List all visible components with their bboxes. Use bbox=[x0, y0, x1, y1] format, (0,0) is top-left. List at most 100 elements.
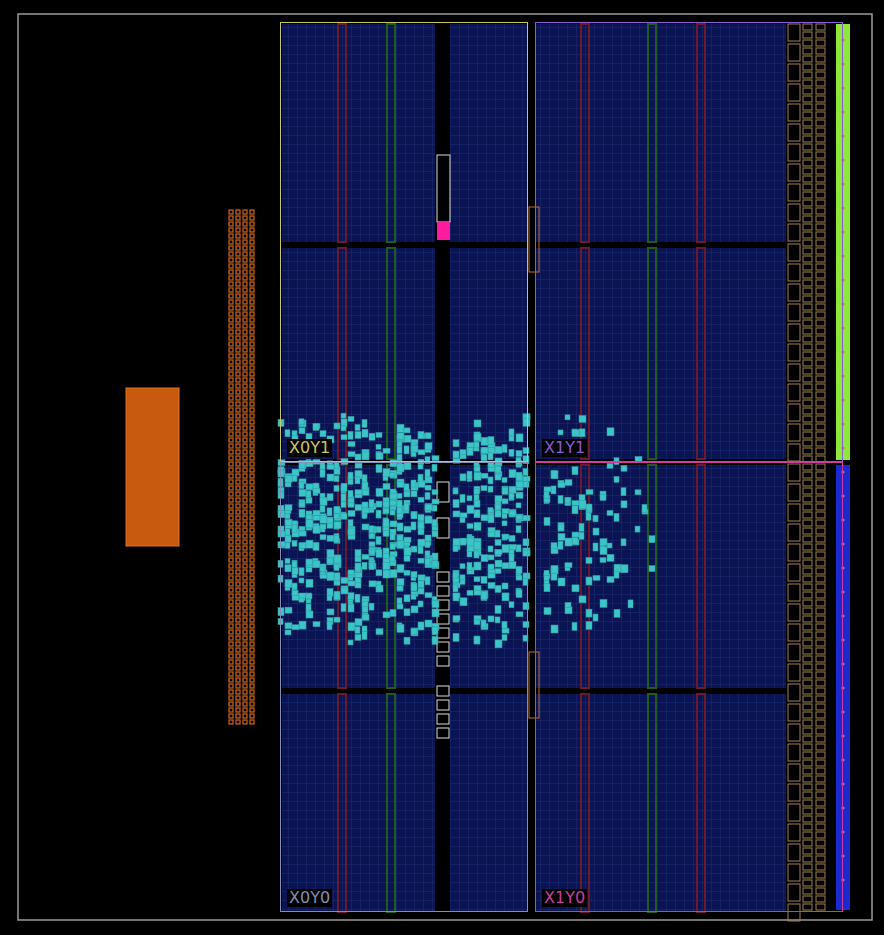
transceiver-column bbox=[803, 144, 812, 150]
io-pad bbox=[229, 420, 233, 424]
io-pin bbox=[841, 62, 844, 65]
io-pad bbox=[229, 636, 233, 640]
placed-cell bbox=[390, 510, 395, 515]
transceiver-column bbox=[816, 624, 825, 630]
resource-column bbox=[697, 465, 705, 688]
io-pad bbox=[236, 318, 240, 322]
io-pad bbox=[236, 486, 240, 490]
placed-cell bbox=[460, 494, 465, 502]
io-pad bbox=[229, 522, 233, 526]
transceiver-column bbox=[803, 424, 812, 430]
placed-cell bbox=[390, 533, 395, 540]
placed-cell bbox=[404, 484, 409, 491]
placed-cell bbox=[404, 526, 411, 532]
transceiver-column bbox=[816, 48, 825, 54]
io-pad bbox=[243, 306, 247, 310]
placed-cell bbox=[397, 481, 404, 487]
io-pad bbox=[243, 486, 247, 490]
transceiver-column bbox=[803, 392, 812, 398]
io-pad bbox=[250, 312, 254, 316]
transceiver-column bbox=[803, 768, 812, 774]
transceiver-column bbox=[803, 256, 812, 262]
placed-cell bbox=[502, 621, 507, 628]
transceiver-column bbox=[816, 120, 825, 126]
io-pad bbox=[243, 246, 247, 250]
transceiver-column bbox=[788, 684, 800, 701]
io-pin bbox=[841, 110, 844, 113]
transceiver-column bbox=[788, 744, 800, 761]
io-pad bbox=[250, 510, 254, 514]
placed-cell bbox=[432, 531, 438, 537]
placed-cell bbox=[467, 447, 473, 455]
transceiver-column bbox=[816, 64, 825, 70]
io-pad bbox=[236, 366, 240, 370]
placed-cell bbox=[453, 585, 458, 592]
placed-cell bbox=[334, 462, 339, 468]
placed-cell bbox=[383, 570, 390, 578]
transceiver-column bbox=[788, 144, 800, 161]
placed-cell bbox=[516, 514, 523, 521]
placed-cell bbox=[292, 625, 299, 630]
transceiver-column bbox=[803, 368, 812, 374]
placed-cell bbox=[516, 434, 523, 442]
placed-cell bbox=[474, 577, 480, 582]
placed-cell bbox=[600, 558, 606, 563]
io-pad bbox=[236, 342, 240, 346]
placed-cell bbox=[516, 457, 521, 464]
clock-region: X0Y1 bbox=[280, 22, 528, 462]
transceiver-column bbox=[788, 24, 800, 41]
transceiver-column bbox=[803, 512, 812, 518]
placed-cell bbox=[292, 524, 297, 532]
placed-cell bbox=[516, 472, 522, 480]
io-pad bbox=[236, 420, 240, 424]
placed-cell bbox=[565, 497, 570, 505]
io-pad bbox=[229, 312, 233, 316]
io-pad bbox=[236, 354, 240, 358]
transceiver-column bbox=[803, 504, 812, 510]
transceiver-column bbox=[788, 784, 800, 801]
transceiver-column bbox=[803, 200, 812, 206]
transceiver-column bbox=[816, 240, 825, 246]
io-pin bbox=[841, 446, 844, 449]
io-pad bbox=[243, 570, 247, 574]
transceiver-column bbox=[803, 744, 812, 750]
transceiver-column bbox=[803, 416, 812, 422]
io-pad bbox=[229, 546, 233, 550]
placed-cell bbox=[649, 566, 655, 572]
io-pad bbox=[229, 282, 233, 286]
region-label: X1Y0 bbox=[542, 889, 587, 907]
io-pad bbox=[243, 678, 247, 682]
io-column bbox=[836, 465, 850, 910]
io-pad bbox=[243, 576, 247, 580]
transceiver-column bbox=[816, 856, 825, 862]
transceiver-column bbox=[816, 328, 825, 334]
transceiver-column bbox=[816, 352, 825, 358]
placed-cell bbox=[502, 545, 509, 553]
io-pad bbox=[229, 342, 233, 346]
placed-cell bbox=[516, 482, 523, 490]
transceiver-column bbox=[788, 344, 800, 361]
transceiver-column bbox=[816, 464, 825, 470]
io-pad bbox=[250, 468, 254, 472]
transceiver-column bbox=[816, 216, 825, 222]
transceiver-column bbox=[803, 128, 812, 134]
placed-cell bbox=[621, 539, 626, 546]
io-pin bbox=[841, 662, 844, 665]
transceiver-column bbox=[816, 752, 825, 758]
transceiver-column bbox=[816, 368, 825, 374]
io-pad bbox=[250, 210, 254, 214]
placed-cell bbox=[509, 470, 516, 478]
io-pad bbox=[229, 258, 233, 262]
transceiver-column bbox=[816, 888, 825, 894]
io-pin bbox=[841, 278, 844, 281]
placed-cell bbox=[299, 531, 306, 536]
placed-cell bbox=[313, 423, 319, 430]
io-pad bbox=[243, 630, 247, 634]
placed-cell bbox=[278, 492, 284, 499]
placed-cell bbox=[523, 481, 529, 487]
io-pad bbox=[236, 510, 240, 514]
io-pad bbox=[229, 612, 233, 616]
io-pad bbox=[250, 228, 254, 232]
io-pad bbox=[229, 324, 233, 328]
